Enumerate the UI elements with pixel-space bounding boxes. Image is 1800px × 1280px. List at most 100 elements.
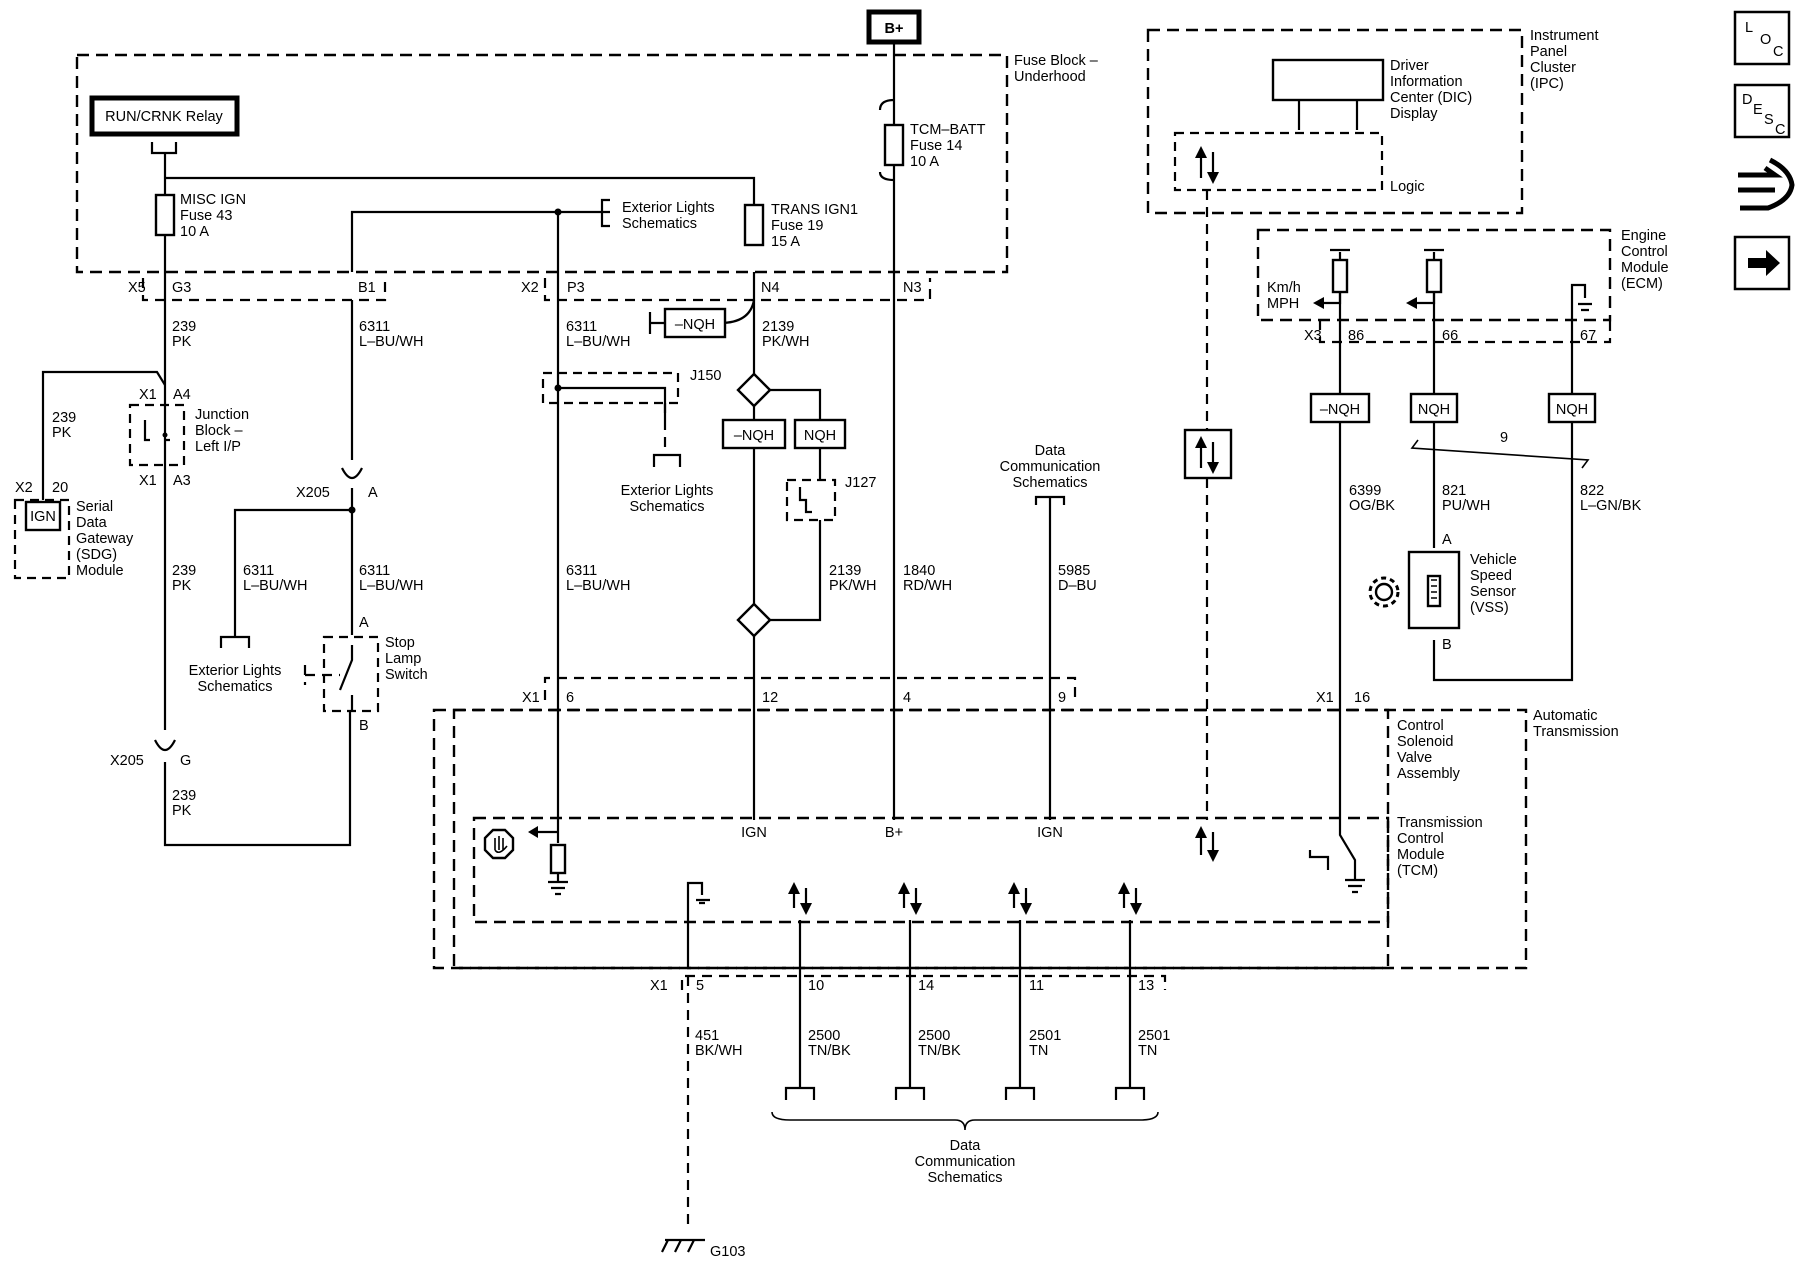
- svg-text:Communication: Communication: [915, 1154, 1016, 1170]
- instrument-panel-cluster: [1146, 28, 1524, 215]
- svg-text:OG/BK: OG/BK: [1349, 498, 1395, 514]
- svg-text:J127: J127: [845, 475, 876, 491]
- svg-text:–NQH: –NQH: [1320, 402, 1360, 418]
- svg-text:A: A: [359, 615, 369, 631]
- svg-text:6311: 6311: [566, 563, 597, 579]
- bidirectional-arrows-icon: [788, 882, 1142, 915]
- svg-text:X3: X3: [1304, 328, 1322, 344]
- svg-text:4: 4: [903, 690, 911, 706]
- svg-text:6311: 6311: [359, 319, 390, 335]
- svg-text:Schematics: Schematics: [198, 679, 273, 695]
- svg-text:NQH: NQH: [804, 428, 836, 444]
- svg-text:O: O: [1760, 32, 1771, 48]
- svg-text:13: 13: [1138, 978, 1154, 994]
- fuse-misc-ign: [154, 193, 176, 237]
- svg-text:Km/h: Km/h: [1267, 280, 1301, 296]
- svg-text:B: B: [1442, 637, 1452, 653]
- svg-text:X1: X1: [139, 387, 157, 403]
- svg-text:A: A: [368, 485, 378, 501]
- connector-icon[interactable]: [1738, 157, 1795, 211]
- svg-text:A: A: [1442, 532, 1452, 548]
- svg-text:Communication: Communication: [1000, 459, 1101, 475]
- connector-j127: [785, 478, 837, 522]
- svg-text:X1: X1: [1316, 690, 1334, 706]
- svg-text:15 A: 15 A: [771, 234, 800, 250]
- dic-display: [1271, 58, 1385, 102]
- ref-data-communication-2: Data: [950, 1138, 982, 1154]
- svg-text:Solenoid: Solenoid: [1397, 734, 1453, 750]
- svg-text:Center (DIC): Center (DIC): [1390, 90, 1472, 106]
- splice-diamond-top: [736, 372, 772, 408]
- svg-text:G: G: [180, 753, 191, 769]
- svg-text:TN: TN: [1029, 1043, 1048, 1059]
- svg-text:TN/BK: TN/BK: [918, 1043, 961, 1059]
- tcm: [472, 816, 1390, 924]
- sdg-module: [13, 498, 71, 580]
- svg-text:(TCM): (TCM): [1397, 863, 1438, 879]
- svg-text:X5: X5: [128, 280, 146, 296]
- splice-diamond-bottom: [736, 602, 772, 638]
- svg-text:RD/WH: RD/WH: [903, 578, 952, 594]
- svg-text:TN/BK: TN/BK: [808, 1043, 851, 1059]
- svg-text:C: C: [1773, 44, 1783, 60]
- svg-text:10 A: 10 A: [910, 154, 939, 170]
- battery-source: B+: [866, 9, 922, 45]
- svg-text:L–GN/BK: L–GN/BK: [1580, 498, 1642, 514]
- svg-text:D–BU: D–BU: [1058, 578, 1097, 594]
- svg-text:–NQH: –NQH: [734, 428, 774, 444]
- svg-text:66: 66: [1442, 328, 1458, 344]
- svg-text:Vehicle: Vehicle: [1470, 552, 1517, 568]
- svg-text:Cluster: Cluster: [1530, 60, 1576, 76]
- ground-g103-icon: [661, 1238, 705, 1253]
- svg-text:PK: PK: [172, 334, 192, 350]
- svg-text:Junction: Junction: [195, 407, 249, 423]
- svg-text:10 A: 10 A: [180, 224, 209, 240]
- svg-text:PK/WH: PK/WH: [829, 578, 877, 594]
- svg-text:Logic: Logic: [1390, 179, 1425, 195]
- svg-text:X205: X205: [296, 485, 330, 501]
- svg-text:Speed: Speed: [1470, 568, 1512, 584]
- svg-text:P3: P3: [567, 280, 585, 296]
- svg-text:TCM–BATT: TCM–BATT: [910, 122, 986, 138]
- svg-text:(VSS): (VSS): [1470, 600, 1509, 616]
- svg-text:N3: N3: [903, 280, 922, 296]
- svg-text:E: E: [1753, 102, 1763, 118]
- svg-text:Data: Data: [76, 515, 108, 531]
- description-button[interactable]: D E S C: [1733, 83, 1791, 139]
- svg-text:RUN/CRNK Relay: RUN/CRNK Relay: [105, 109, 223, 125]
- svg-text:Control: Control: [1397, 831, 1444, 847]
- svg-text:6311: 6311: [566, 319, 597, 335]
- svg-text:Switch: Switch: [385, 667, 428, 683]
- ref-data-communication-1: Data: [1035, 443, 1067, 459]
- svg-text:Schematics: Schematics: [630, 499, 705, 515]
- svg-text:11: 11: [1029, 978, 1044, 994]
- svg-text:L: L: [1745, 20, 1753, 36]
- svg-text:C: C: [1775, 122, 1785, 138]
- svg-text:IGN: IGN: [30, 509, 56, 525]
- svg-text:Assembly: Assembly: [1397, 766, 1461, 782]
- svg-text:86: 86: [1348, 328, 1364, 344]
- svg-text:X205: X205: [110, 753, 144, 769]
- svg-text:X2: X2: [15, 480, 33, 496]
- ref-exterior-lights-3: Exterior Lights: [189, 663, 282, 679]
- svg-text:(SDG): (SDG): [76, 547, 117, 563]
- svg-text:Fuse 43: Fuse 43: [180, 208, 232, 224]
- control-solenoid-valve-assembly: [452, 708, 1390, 970]
- svg-text:Underhood: Underhood: [1014, 69, 1086, 85]
- next-page-button[interactable]: [1733, 235, 1791, 291]
- tcm-pin-bplus: B+: [885, 825, 903, 841]
- svg-text:5985: 5985: [1058, 563, 1090, 579]
- svg-text:S: S: [1764, 112, 1774, 128]
- svg-text:451: 451: [695, 1028, 719, 1044]
- location-button[interactable]: L O C: [1733, 10, 1791, 66]
- svg-text:Control: Control: [1621, 244, 1668, 260]
- svg-text:Fuse 14: Fuse 14: [910, 138, 962, 154]
- ref-exterior-lights-2: Exterior Lights: [621, 483, 714, 499]
- svg-text:Gateway: Gateway: [76, 531, 134, 547]
- svg-text:2139: 2139: [829, 563, 861, 579]
- svg-text:X1: X1: [650, 978, 668, 994]
- svg-text:NQH: NQH: [1418, 402, 1450, 418]
- svg-text:Block –: Block –: [195, 423, 243, 439]
- svg-text:Schematics: Schematics: [1013, 475, 1088, 491]
